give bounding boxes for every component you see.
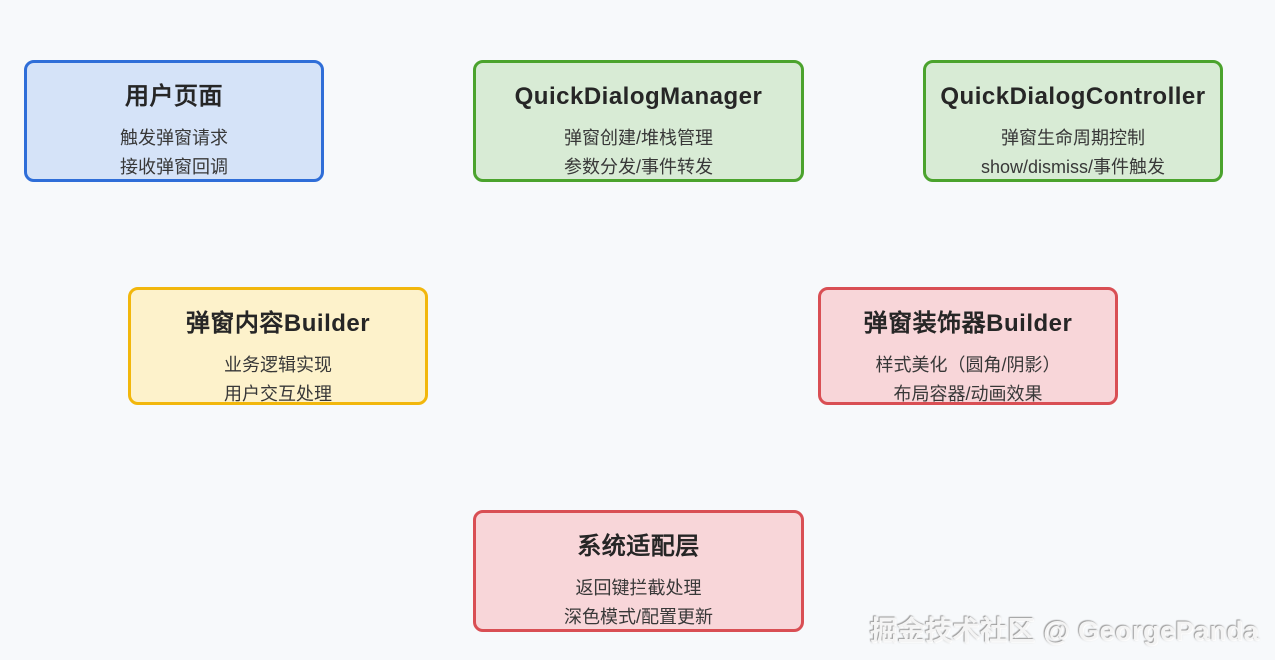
node-subtitle-line: 接收弹窗回调	[120, 157, 228, 177]
node-title: 系统适配层	[577, 533, 700, 560]
node-subtitle-line: 样式美化（圆角/阴影）	[875, 355, 1061, 375]
diagram-node-quick-dialog-manager: QuickDialogManager 弹窗创建/堆栈管理 参数分发/事件转发	[473, 60, 804, 182]
node-subtitle-line: 用户交互处理	[224, 384, 332, 404]
node-subtitle-line: 弹窗生命周期控制	[1001, 128, 1145, 148]
node-title: 弹窗装饰器Builder	[863, 310, 1073, 337]
diagram-node-system-adapter-layer: 系统适配层 返回键拦截处理 深色模式/配置更新	[473, 510, 804, 632]
node-subtitle-line: 返回键拦截处理	[575, 578, 702, 598]
node-subtitle-line: 参数分发/事件转发	[563, 157, 713, 177]
node-subtitle-line: show/dismiss/事件触发	[980, 157, 1166, 177]
node-subtitle-line: 触发弹窗请求	[120, 128, 228, 148]
diagram-node-dialog-decorator-builder: 弹窗装饰器Builder 样式美化（圆角/阴影） 布局容器/动画效果	[818, 287, 1118, 405]
node-subtitle-line: 弹窗创建/堆栈管理	[563, 128, 713, 148]
node-subtitle-line: 业务逻辑实现	[224, 355, 332, 375]
node-subtitle-line: 布局容器/动画效果	[893, 384, 1043, 404]
diagram-node-quick-dialog-controller: QuickDialogController 弹窗生命周期控制 show/dism…	[923, 60, 1223, 182]
diagram-node-user-page: 用户页面 触发弹窗请求 接收弹窗回调	[24, 60, 324, 182]
node-title: QuickDialogController	[940, 83, 1206, 110]
node-subtitle-line: 深色模式/配置更新	[563, 607, 713, 627]
node-title: 用户页面	[125, 83, 223, 110]
node-title: 弹窗内容Builder	[185, 310, 371, 337]
community-watermark: 掘金技术社区 @ GeorgePanda	[870, 616, 1259, 646]
node-title: QuickDialogManager	[514, 83, 763, 110]
diagram-node-dialog-content-builder: 弹窗内容Builder 业务逻辑实现 用户交互处理	[128, 287, 428, 405]
